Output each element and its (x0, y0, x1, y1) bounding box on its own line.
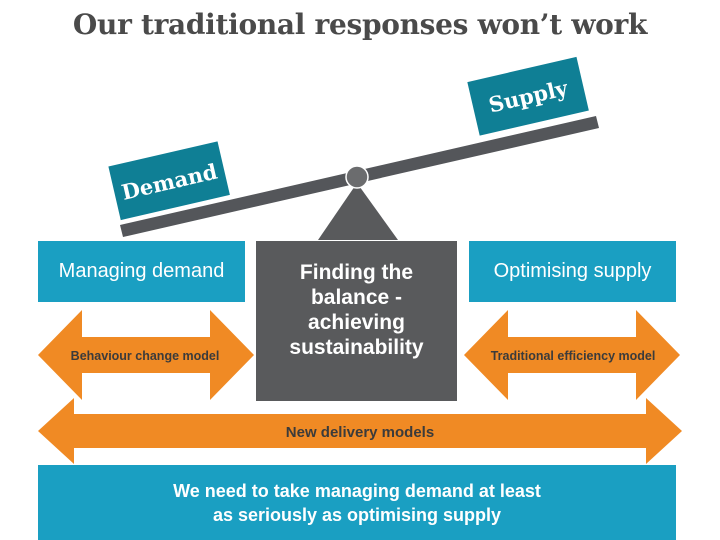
new-delivery-arrow (38, 398, 682, 464)
conclusion-line-2: as seriously as optimising supply (212, 504, 502, 525)
behaviour-change-arrow (38, 310, 254, 400)
traditional-efficiency-label: Traditional efficiency model (490, 349, 656, 363)
seesaw-pivot (345, 165, 369, 189)
seesaw-fulcrum (318, 183, 398, 240)
traditional-efficiency-arrow (464, 310, 680, 400)
new-delivery-label: New delivery models (285, 423, 435, 441)
conclusion-banner: We need to take managing demand at least… (38, 465, 676, 540)
managing-demand-box: Managing demand (38, 241, 245, 302)
finding-balance-box: Finding the balance - achieving sustaina… (256, 241, 457, 401)
seesaw-illustration: Demand Supply (108, 56, 599, 240)
supply-block: Supply (467, 56, 589, 136)
optimising-supply-box: Optimising supply (469, 241, 676, 302)
conclusion-line-1: We need to take managing demand at least (173, 480, 541, 501)
behaviour-change-label: Behaviour change model (70, 349, 220, 363)
page-title: Our traditional responses won’t work (72, 8, 648, 41)
demand-block: Demand (108, 141, 230, 221)
